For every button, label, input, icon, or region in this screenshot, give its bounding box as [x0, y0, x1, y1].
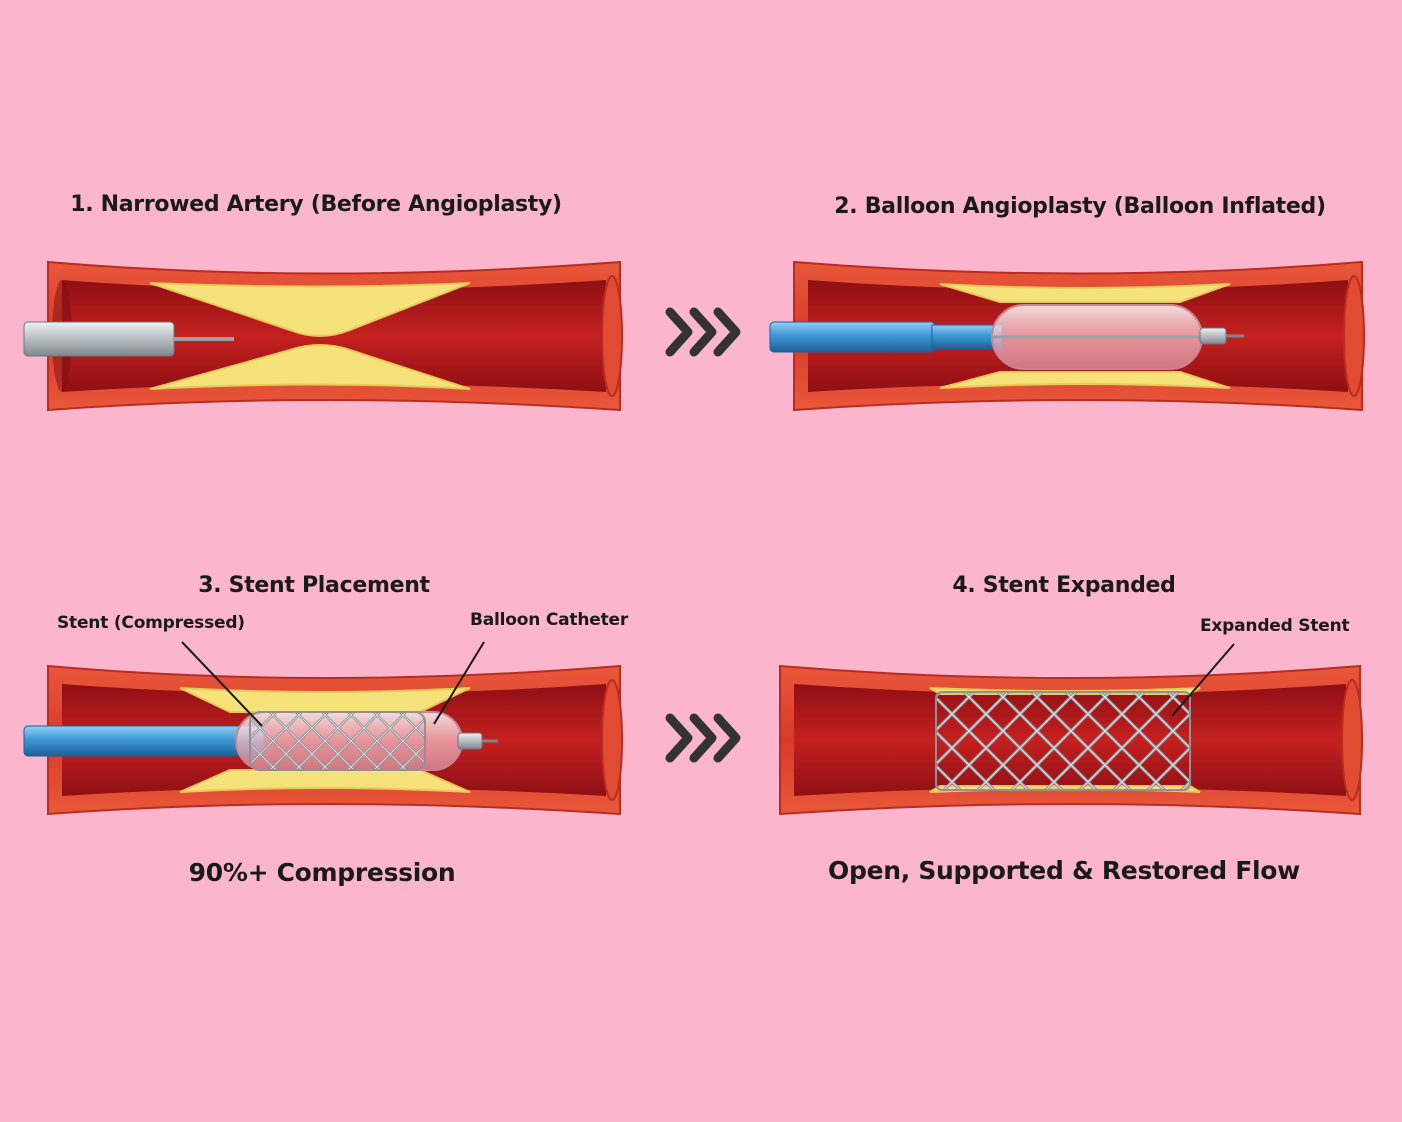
- panel-2-title: 2. Balloon Angioplasty (Balloon Inflated…: [834, 194, 1326, 219]
- plaque-bottom: [179, 769, 471, 793]
- plaque-bottom: [149, 344, 471, 390]
- catheter: [769, 321, 936, 353]
- catheter: [23, 321, 175, 357]
- panel-3-vessel: [23, 641, 623, 816]
- panel-1-vessel: [23, 260, 623, 412]
- balloon-catheter-label: Balloon Catheter: [470, 610, 629, 630]
- panel-4-vessel: [779, 643, 1363, 816]
- stent-compressed-label: Stent (Compressed): [57, 613, 245, 633]
- catheter: [23, 725, 265, 757]
- expanded-stent-label: Expanded Stent: [1200, 616, 1350, 636]
- panel-3-caption: 90%+ Compression: [188, 858, 456, 887]
- stent-callout-line: [181, 641, 263, 727]
- plaque-top: [939, 283, 1231, 303]
- panel-2-vessel: [769, 260, 1365, 412]
- plaque-bottom: [939, 371, 1231, 389]
- panel-1-title: 1. Narrowed Artery (Before Angioplasty): [70, 192, 562, 217]
- stent-expanded: [935, 691, 1191, 791]
- panel-4-title: 4. Stent Expanded: [952, 573, 1176, 598]
- expanded-stent-callout-line: [1171, 643, 1235, 717]
- plaque-top: [179, 687, 471, 713]
- chevron-arrow-icon: [665, 713, 741, 763]
- panel-4-caption: Open, Supported & Restored Flow: [828, 856, 1300, 885]
- chevron-arrow-icon: [665, 307, 741, 357]
- plaque-top: [149, 282, 471, 337]
- balloon-callout-line: [433, 641, 485, 725]
- stent-compressed: [249, 711, 426, 771]
- panel-3-title: 3. Stent Placement: [198, 573, 430, 598]
